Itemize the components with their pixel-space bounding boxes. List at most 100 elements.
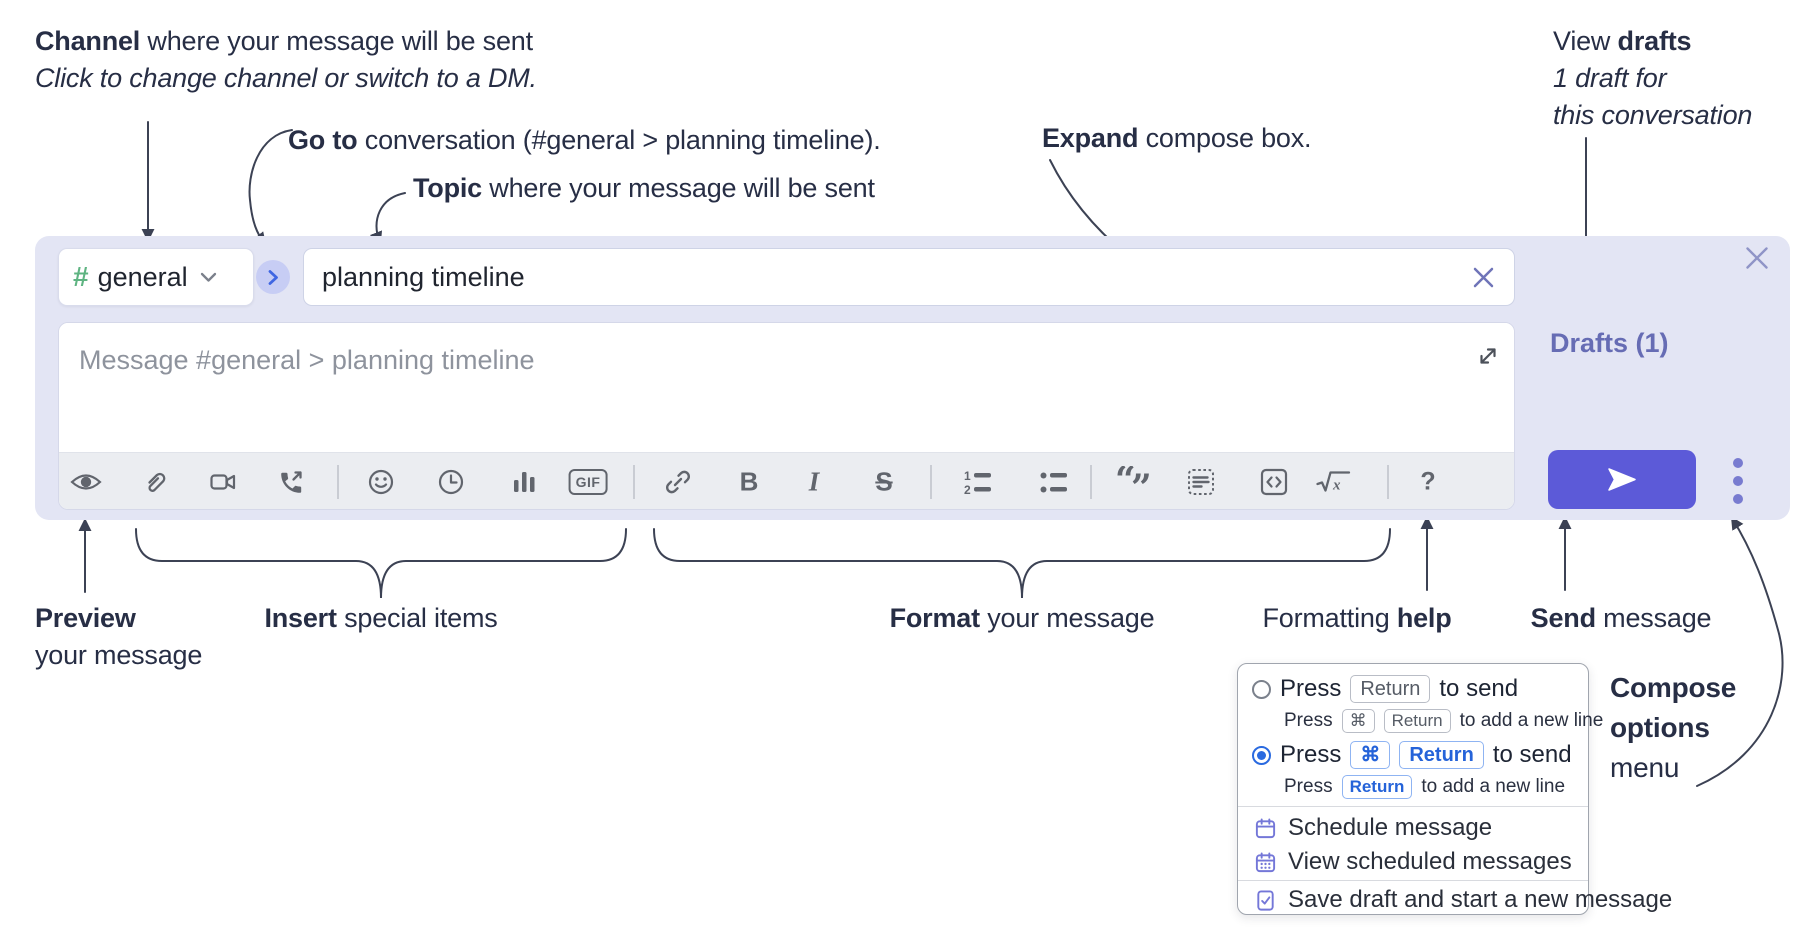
menu-item-schedule-message[interactable]: Schedule message [1254,814,1492,842]
channel-selector[interactable]: # general [58,248,254,306]
schedule-clock-button[interactable] [438,469,464,495]
blockquote-icon: “ ” [1117,466,1151,498]
toolbar-divider [930,464,932,499]
code-block-button[interactable] [1188,468,1215,495]
annotation-expand: Expand compose box. [1042,123,1312,153]
formula-button[interactable]: x [1316,468,1352,495]
toolbar-divider [1387,464,1389,499]
send-options-popup: Press Return to send Press ⌘ Return to a… [1237,663,1672,915]
blockquote-button[interactable]: “ ” [1117,466,1151,498]
popup-divider [1238,806,1588,807]
radio-selected-icon[interactable] [1252,745,1271,765]
attach-button[interactable] [141,469,167,495]
toolbar-divider [1090,464,1092,499]
bullet-list-button[interactable] [1040,468,1068,496]
message-placeholder: Message #general > planning timeline [79,345,535,375]
drafts-link[interactable]: Drafts (1) [1550,328,1669,358]
annotation-topic: Topic where your message will be sent [413,173,875,203]
annotation-channel: Channel where your message will be sent … [35,23,537,97]
gif-icon: GIF [568,468,608,495]
message-input[interactable]: Message #general > planning timeline [59,323,1514,452]
strikethrough-button[interactable]: S [875,466,892,497]
cmd-key: ⌘ [1341,709,1375,733]
annotation-format: Format your message [889,603,1155,633]
link-button[interactable] [665,468,692,495]
bullet-list-icon [1040,472,1067,492]
video-clip-button[interactable] [210,469,236,495]
toolbar-divider [337,464,339,499]
link-icon [666,470,690,493]
question-mark-icon: ? [1420,467,1436,495]
annotation-compose-options: Compose options menu [1610,672,1737,783]
svg-text:1: 1 [964,469,971,483]
hash-icon: # [73,261,89,292]
calendar-dots-icon [1255,851,1276,872]
expand-icon [1480,348,1496,364]
kebab-menu-icon [1733,458,1743,504]
annotation-view-drafts: View drafts 1 draft for this conversatio… [1553,26,1753,130]
expand-compose-button[interactable] [1477,345,1499,372]
emoji-button[interactable] [368,469,394,495]
annotation-channel-rest: where your message will be sent [140,26,533,56]
preview-button[interactable] [70,471,102,493]
clock-icon [438,469,464,494]
svg-text:”: ” [1131,467,1151,498]
annotation-formatting-help: Formatting help [1262,603,1452,633]
cmd-key: ⌘ [1350,741,1391,769]
clear-topic-button[interactable] [1473,267,1494,293]
channel-name: general [97,261,188,292]
option-cmd-return-to-send[interactable]: Press ⌘ Return to send [1252,741,1572,769]
close-icon [1473,267,1494,288]
ordered-list-button[interactable]: 1 2 [964,468,992,496]
poll-button[interactable] [512,470,536,494]
compose-toolbar: GIF B I S [59,452,1514,509]
compose-options-button[interactable] [1732,456,1744,511]
code-icon [1260,468,1288,495]
return-key: Return [1341,775,1413,799]
close-icon [1746,247,1768,269]
send-plane-icon [1608,468,1636,491]
chevron-right-icon [268,269,278,285]
code-block-icon [1188,468,1214,495]
annotation-preview: Preview your message [35,603,203,670]
eye-icon [70,473,102,490]
strikethrough-icon: S [875,466,893,496]
svg-text:x: x [1332,477,1341,493]
gif-button[interactable]: GIF [568,468,608,495]
paperclip-icon [148,472,166,492]
emoji-icon [368,469,394,494]
toolbar-divider [633,464,635,499]
calendar-icon [1255,817,1276,838]
code-button[interactable] [1260,468,1288,495]
send-button[interactable] [1548,450,1696,509]
goto-conversation-button[interactable] [256,260,290,294]
popup-divider [1238,880,1588,881]
brace-format [653,528,1391,599]
italic-button[interactable]: I [809,466,820,497]
close-compose-button[interactable] [1745,246,1769,275]
return-key: Return [1399,741,1484,769]
audio-call-button[interactable] [278,469,304,495]
return-key: Return [1350,675,1431,703]
topic-input[interactable]: planning timeline [303,248,1515,306]
bold-button[interactable]: B [740,466,759,497]
draft-check-icon [1257,889,1274,911]
message-panel: Message #general > planning timeline [58,322,1515,510]
italic-icon: I [808,466,820,496]
connector-goto [248,129,293,246]
ordered-list-icon: 1 2 [964,469,991,496]
chevron-down-icon [200,272,216,282]
option-return-to-send[interactable]: Press Return to send [1252,675,1518,703]
menu-item-view-scheduled[interactable]: View scheduled messages [1254,848,1572,876]
annotation-send: Send message [1530,603,1712,633]
formatting-help-button[interactable]: ? [1420,467,1435,496]
return-key: Return [1383,709,1451,733]
radio-unselected-icon[interactable] [1252,679,1271,699]
annotation-goto: Go to conversation (#general > planning … [288,125,881,155]
svg-text:“: “ [1117,466,1136,498]
option-cmd-return-subtext: Press Return to add a new line [1284,775,1566,799]
bar-chart-icon [514,471,535,492]
option-return-subtext: Press ⌘ Return to add a new line [1284,709,1604,733]
annotation-channel-line2: Click to change channel or switch to a D… [35,63,537,93]
menu-item-save-draft[interactable]: Save draft and start a new message [1254,886,1672,914]
